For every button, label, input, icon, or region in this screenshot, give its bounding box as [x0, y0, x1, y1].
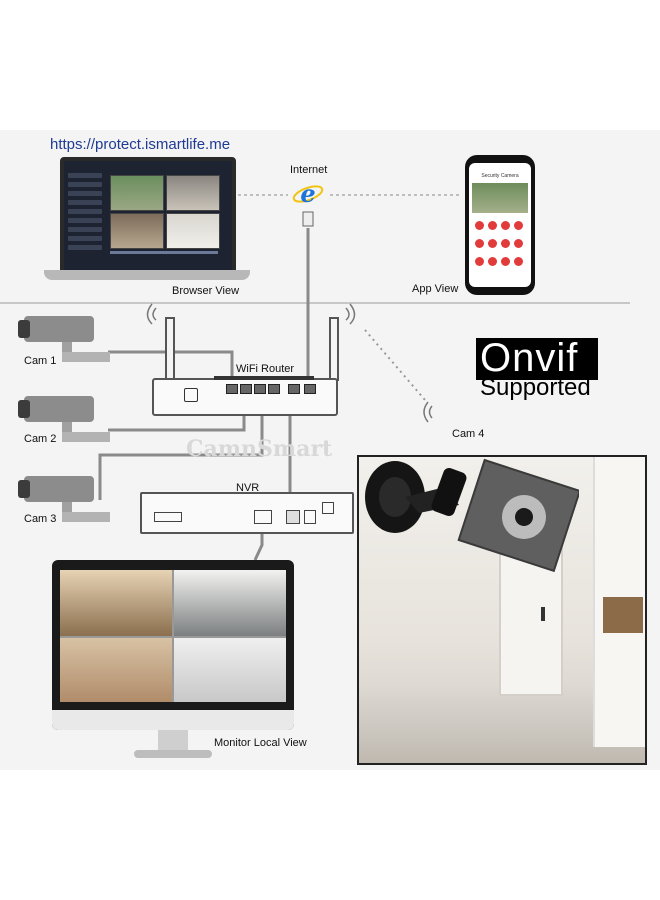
cam3-label: Cam 3 — [24, 513, 57, 525]
onvif-badge — [476, 338, 598, 380]
laptop-cam-thumb-1 — [110, 175, 164, 211]
laptop-cam-thumb-3 — [110, 213, 164, 249]
cam3-cable — [98, 412, 264, 500]
phone-cam-view — [472, 183, 528, 213]
phone-screen: Security Camera — [469, 163, 531, 287]
monitor-screen — [60, 570, 286, 702]
monitor — [52, 560, 294, 730]
product-photo — [357, 455, 647, 765]
nvr-vga-port — [254, 510, 272, 524]
wifi-signal-icon — [146, 303, 433, 423]
phone-control-grid — [469, 217, 531, 275]
bullet-camera-icon — [18, 316, 110, 362]
router-power-port — [184, 388, 198, 402]
cam1-cable — [108, 350, 234, 378]
onvif-supported: Supported — [480, 374, 591, 401]
router-indicator-strip — [214, 376, 314, 380]
url-label: https://protect.ismartlife.me — [50, 136, 231, 153]
bullet-camera-icon — [18, 476, 110, 522]
internet-label: Internet — [290, 164, 328, 176]
monitor-stand — [158, 730, 188, 752]
monitor-view-2 — [174, 570, 286, 636]
phone-header: Security Camera — [481, 173, 519, 179]
watermark: CamnSmart — [186, 436, 333, 462]
monitor-foot — [134, 750, 212, 758]
nvr-label: NVR — [236, 482, 260, 494]
cabinet-shelf — [603, 597, 643, 633]
wifi-router-label: WiFi Router — [236, 363, 295, 375]
cam2-cable — [108, 412, 246, 432]
laptop-timeline — [110, 251, 218, 254]
wifi-cam4-link — [364, 329, 426, 401]
monitor-view-3 — [60, 638, 172, 702]
browser-view-label: Browser View — [172, 285, 240, 297]
laptop-cam-thumb-4 — [166, 213, 220, 249]
bullet-camera-icon — [18, 396, 110, 442]
nvr-power-switch — [322, 502, 334, 514]
internet-explorer-icon: e — [292, 179, 324, 227]
router-antenna-left — [165, 317, 175, 381]
onvif-title: Onvif — [480, 336, 579, 380]
cam2-label: Cam 2 — [24, 433, 57, 445]
nvr-usb-port — [304, 510, 316, 524]
door-handle — [541, 607, 545, 621]
dome-camera-icon — [365, 458, 579, 573]
nvr-lan-port — [286, 510, 300, 524]
laptop-cam-thumb-2 — [166, 175, 220, 211]
cam4-label: Cam 4 — [452, 428, 485, 440]
cam1-label: Cam 1 — [24, 355, 57, 367]
wifi-router — [152, 376, 338, 416]
monitor-view-4 — [174, 638, 286, 702]
laptop-sidebar — [68, 173, 102, 263]
smartphone: Security Camera — [465, 155, 535, 295]
monitor-local-view-label: Monitor Local View — [214, 737, 307, 749]
router-antenna-right — [329, 317, 339, 381]
svg-text:e: e — [300, 179, 315, 208]
nvr-io-port — [154, 512, 182, 522]
monitor-view-1 — [60, 570, 172, 636]
app-view-label: App View — [412, 283, 459, 295]
monitor-bezel-bottom — [52, 710, 294, 730]
laptop-base — [44, 270, 250, 280]
nvr-box — [140, 492, 354, 534]
laptop-screen — [60, 157, 236, 275]
